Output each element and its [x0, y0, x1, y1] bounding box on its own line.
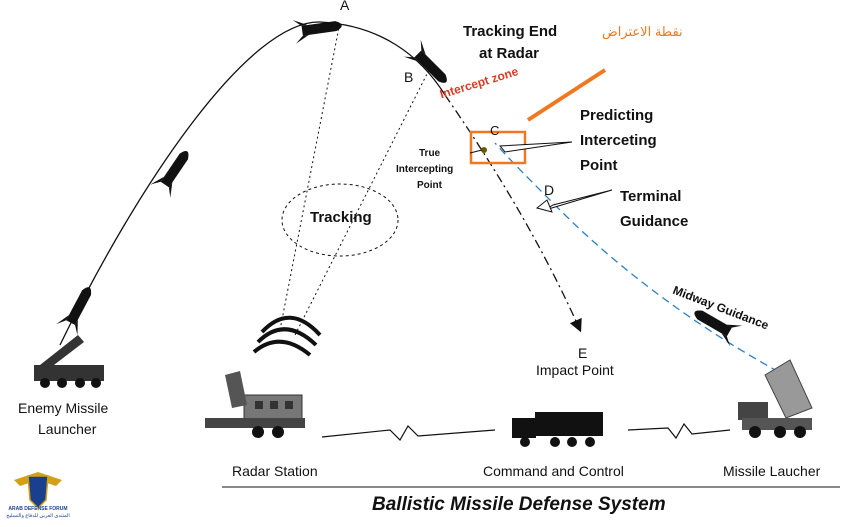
enemy-launcher-line2: Launcher [38, 421, 97, 437]
command-truck-icon [512, 412, 603, 447]
comm-link [321, 425, 496, 441]
missile-icon [292, 13, 344, 44]
point-b-label: B [404, 69, 414, 85]
radar-station-label: Radar Station [232, 463, 318, 479]
point-a-label: A [340, 0, 350, 13]
terminal-line1: Terminal [620, 188, 682, 205]
radar-station-icon [205, 371, 305, 438]
true-line3: Point [417, 180, 442, 191]
radar-wave-icon [252, 339, 312, 357]
command-control-label: Command and Control [483, 463, 624, 479]
true-point-leader [469, 149, 483, 154]
point-c-label: C [490, 123, 500, 138]
ballistic-trajectory [59, 21, 446, 346]
tracking-beam [279, 21, 341, 331]
tracking-beam [294, 67, 431, 336]
terminal-callout [535, 199, 553, 213]
true-line2: Intercepting [396, 164, 454, 175]
orange-pointer [526, 68, 607, 122]
enemy-launcher-line1: Enemy Missile [18, 400, 109, 416]
terminal-line2: Guidance [620, 213, 689, 230]
tracking-end-line1: Tracking End [463, 23, 558, 40]
radar-wave-icon [256, 327, 318, 347]
logo-subtext: المنتدى العربي للدفاع والتسليح [6, 513, 70, 519]
tracking-ellipse [281, 183, 399, 257]
tracking-end-line2: at Radar [479, 45, 540, 62]
enemy-launcher-icon [34, 335, 104, 388]
terminal-callout [544, 189, 613, 211]
true-line1: True [419, 148, 441, 159]
tracking-label: Tracking [310, 209, 372, 226]
point-e-label: E [578, 345, 588, 361]
predicting-line3: Point [580, 157, 618, 174]
comm-link [627, 422, 731, 440]
point-d-label: D [544, 182, 555, 198]
missile-launcher-label: Missile Laucher [723, 463, 821, 479]
logo-text: ARAB DEFENSE FORUM [8, 506, 68, 512]
diagram-title: Ballistic Missile Defense System [372, 494, 666, 515]
arabic-interception-label: نقطة الاعتراض [602, 24, 683, 39]
impact-point-label: Impact Point [536, 362, 614, 378]
predict-callout [498, 141, 573, 153]
intercept-dot [481, 147, 487, 153]
radar-wave-icon [260, 315, 322, 337]
predicting-line1: Predicting [580, 107, 654, 124]
missile-launcher-icon [738, 359, 813, 438]
missile-icon [56, 281, 100, 336]
descent-path [444, 94, 582, 333]
arab-defense-forum-logo: ARAB DEFENSE FORUM المنتدى العربي للدفاع… [6, 462, 70, 522]
predicting-line2: Interceting [580, 132, 657, 149]
guidance-path [494, 142, 791, 379]
